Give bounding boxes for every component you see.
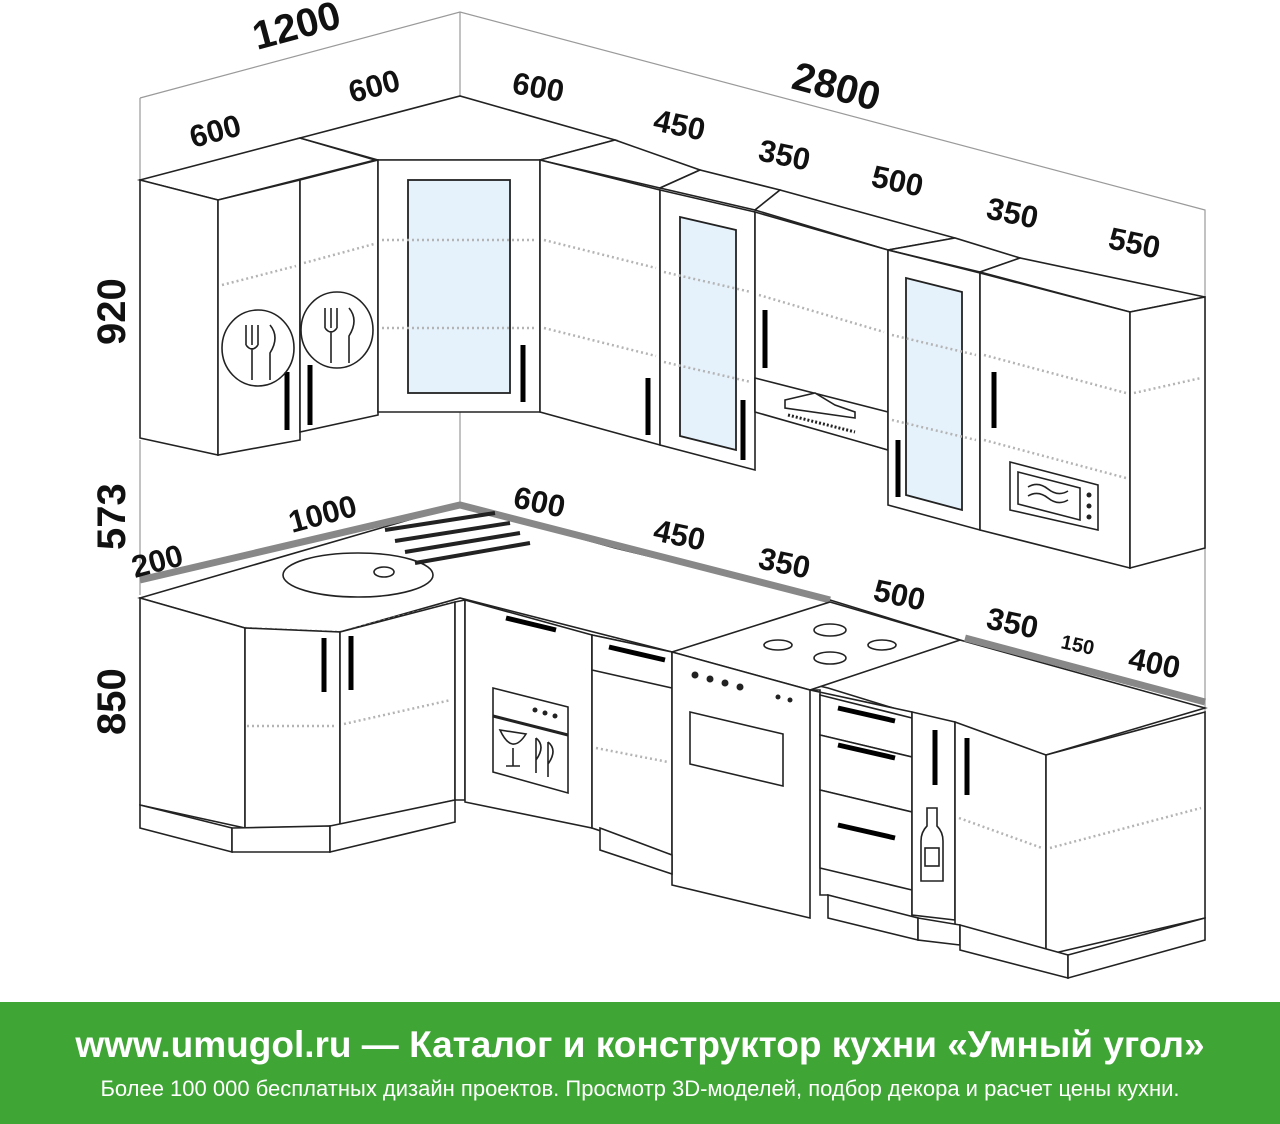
dim-upper-main-total: 2800 (788, 54, 885, 120)
oven-icon (689, 671, 793, 788)
cutlery-icon (300, 291, 374, 369)
dim-upper-left-b: 600 (345, 63, 404, 110)
dishwasher-icon (492, 686, 569, 795)
dim-upper-500: 500 (869, 159, 927, 204)
dim-height-upper: 920 (90, 278, 134, 345)
range-hood-icon (784, 392, 856, 434)
kitchen-diagram: 1200 2800 600 600 600 450 350 500 350 55… (90, 0, 1208, 980)
dim-upper-450: 450 (651, 103, 709, 148)
dim-height-lower: 850 (90, 668, 134, 735)
dim-lower-450: 450 (651, 513, 709, 558)
lower-cabinets (139, 596, 1206, 980)
dim-lower-200: 200 (128, 538, 187, 585)
footer-banner: www.umugol.ru — Каталог и конструктор ку… (0, 1002, 1280, 1124)
dim-upper-corner: 600 (510, 65, 567, 108)
dim-height-gap: 573 (90, 483, 134, 550)
dim-upper-350-a: 350 (756, 133, 814, 178)
dim-upper-left-a: 600 (186, 108, 245, 155)
dim-upper-350-b: 350 (984, 191, 1042, 236)
dim-lower-150: 150 (1059, 631, 1096, 659)
microwave-icon (1009, 460, 1099, 532)
dim-upper-550: 550 (1106, 221, 1164, 266)
footer-title[interactable]: www.umugol.ru — Каталог и конструктор ку… (75, 1024, 1205, 1065)
sink-icon (282, 511, 531, 598)
footer-subtitle: Более 100 000 бесплатных дизайн проектов… (100, 1076, 1180, 1101)
dim-lower-350-b: 350 (984, 601, 1042, 646)
dim-lower-500: 500 (871, 573, 929, 618)
dim-lower-350-a: 350 (756, 541, 814, 586)
cutlery-icon (221, 309, 295, 387)
bottle-icon (920, 807, 944, 882)
dim-lower-400: 400 (1126, 641, 1184, 686)
dim-upper-left-total: 1200 (248, 0, 345, 59)
